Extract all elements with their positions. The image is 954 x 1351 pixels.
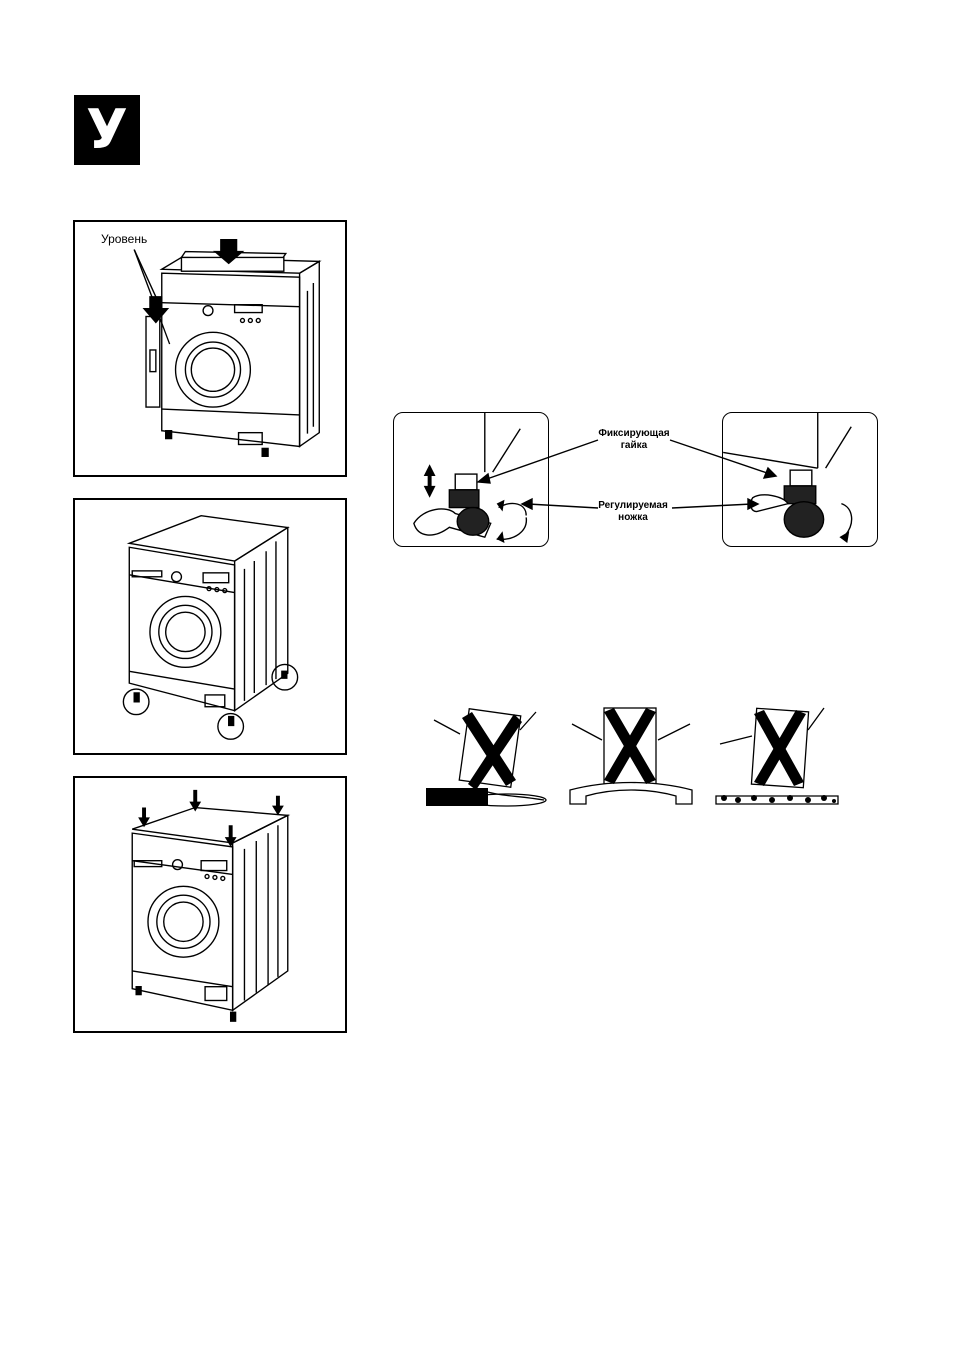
lock-nut-label: Фиксирующая гайка <box>584 428 684 452</box>
panel-press-corners <box>73 776 347 1033</box>
wrong-install-rough-surface <box>714 700 840 808</box>
washer-with-level-illustration <box>75 222 345 475</box>
section-letter-badge: У <box>74 95 140 165</box>
wrong-install-rug <box>424 700 548 808</box>
panel-feet-positions <box>73 498 347 755</box>
washer-press-corners-illustration <box>75 778 345 1031</box>
panel-level-check: Уровень <box>73 220 347 477</box>
adjustable-foot-label: Регулируемая ножка <box>592 500 674 524</box>
wrong-install-uneven-floor <box>568 700 694 808</box>
level-label: Уровень <box>101 232 147 246</box>
machine-on-rough-surface-illustration <box>714 700 840 808</box>
machine-on-rug-illustration <box>424 700 548 808</box>
section-letter: У <box>86 98 128 161</box>
washer-feet-illustration <box>75 500 345 753</box>
machine-on-uneven-floor-illustration <box>568 700 694 808</box>
